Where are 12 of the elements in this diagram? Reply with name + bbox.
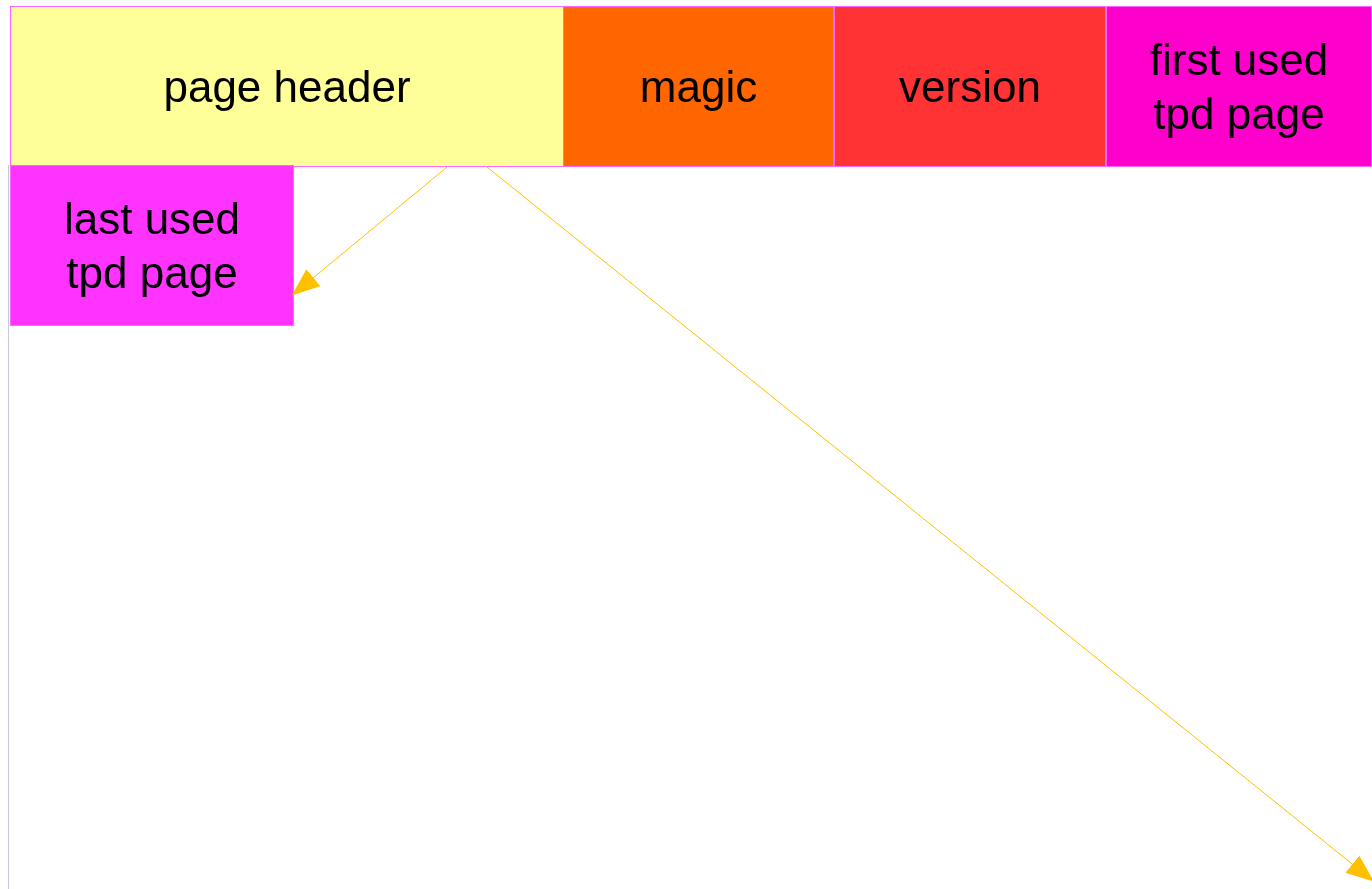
- field-box: [834, 6, 1106, 167]
- field-box: [10, 6, 564, 167]
- field-label: last used tpd page: [62, 192, 242, 299]
- field-box: [563, 6, 834, 167]
- field-label: magic: [639, 60, 758, 113]
- field-box: [10, 165, 294, 326]
- field-label: version: [899, 60, 1041, 113]
- field-label: page header: [163, 60, 411, 113]
- field-box: [1106, 6, 1372, 167]
- field-label: first used tpd page: [1148, 33, 1330, 140]
- arrow: [486, 166, 1372, 882]
- arrow: [292, 166, 448, 296]
